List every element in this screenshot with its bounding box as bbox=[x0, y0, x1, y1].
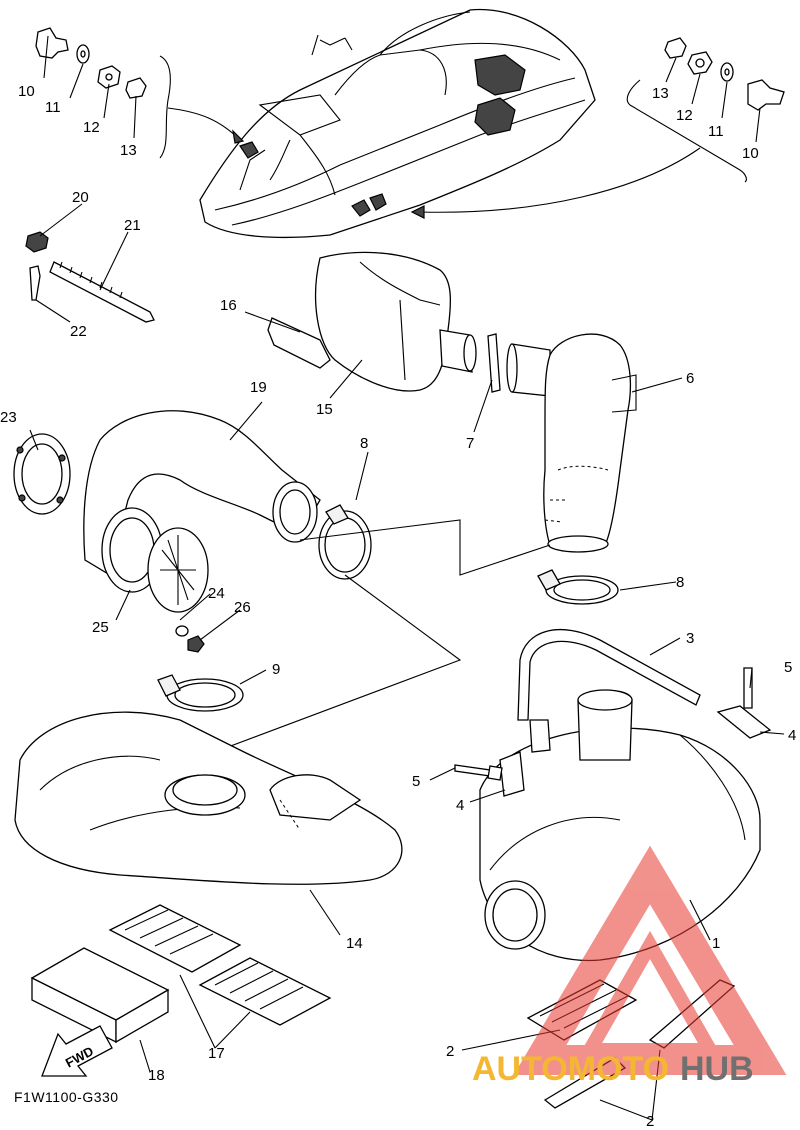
callout-16: 16 bbox=[220, 297, 237, 314]
callout-13-right: 13 bbox=[652, 85, 669, 102]
watermark-text-right: HUB bbox=[680, 1050, 754, 1088]
callout-23: 23 bbox=[0, 409, 17, 426]
callout-10-right: 10 bbox=[742, 145, 759, 162]
callout-25: 25 bbox=[92, 619, 109, 636]
callout-18: 18 bbox=[148, 1067, 165, 1084]
air-box-assembly bbox=[267, 251, 551, 397]
hose-clamp-9 bbox=[157, 674, 244, 712]
callout-17: 17 bbox=[208, 1045, 225, 1062]
callout-11-right: 11 bbox=[708, 123, 724, 140]
strap-3 bbox=[517, 628, 701, 753]
callout-7: 7 bbox=[466, 435, 474, 452]
callout-14: 14 bbox=[346, 935, 363, 952]
callout-12-right: 12 bbox=[676, 107, 693, 124]
watermark-logo bbox=[513, 845, 787, 1075]
callout-24: 24 bbox=[208, 585, 225, 602]
callout-8-lower: 8 bbox=[676, 574, 684, 591]
callout-9: 9 bbox=[272, 661, 280, 678]
callout-22: 22 bbox=[70, 323, 87, 340]
callout-1: 1 bbox=[712, 935, 720, 952]
leader-lines bbox=[29, 35, 785, 1121]
callout-20: 20 bbox=[72, 189, 89, 206]
callout-3: 3 bbox=[686, 630, 694, 647]
muffler-1 bbox=[479, 689, 761, 962]
callout-8-upper: 8 bbox=[360, 435, 368, 452]
left-hardware-set bbox=[35, 27, 245, 159]
callout-6: 6 bbox=[686, 370, 694, 387]
clip-tie-rivet-parts bbox=[25, 231, 155, 323]
callout-4-right: 4 bbox=[788, 727, 796, 744]
intake-duct-19 bbox=[83, 410, 321, 576]
foam-pads-17-18 bbox=[30, 904, 332, 1044]
callout-2-bottom: 2 bbox=[646, 1113, 654, 1130]
gasket-plate-25 bbox=[101, 507, 209, 653]
watercraft-illustration bbox=[199, 8, 596, 239]
callout-13-left: 13 bbox=[120, 142, 137, 159]
elbow-hose-6 bbox=[543, 333, 637, 553]
flange-ring-23 bbox=[13, 433, 71, 515]
right-hardware-set bbox=[410, 37, 785, 219]
callout-15: 15 bbox=[316, 401, 333, 418]
brackets-and-pins-4-5 bbox=[454, 667, 772, 797]
hose-clamp-8 bbox=[318, 504, 619, 605]
callout-4-left: 4 bbox=[456, 797, 464, 814]
callout-10-left: 10 bbox=[18, 83, 35, 100]
water-box-14 bbox=[14, 711, 403, 885]
callout-5-left: 5 bbox=[412, 773, 420, 790]
callout-19: 19 bbox=[250, 379, 267, 396]
callout-5-right: 5 bbox=[784, 659, 792, 676]
callout-21: 21 bbox=[124, 217, 141, 234]
diagram-code: F1W1100-G330 bbox=[14, 1089, 119, 1105]
watermark-text-left: AUTOMOTO bbox=[472, 1050, 669, 1088]
fwd-arrow bbox=[41, 1025, 113, 1077]
callout-12-left: 12 bbox=[83, 119, 100, 136]
callout-11-left: 11 bbox=[45, 99, 61, 116]
callout-26: 26 bbox=[234, 599, 251, 616]
callout-2-left: 2 bbox=[446, 1043, 454, 1060]
